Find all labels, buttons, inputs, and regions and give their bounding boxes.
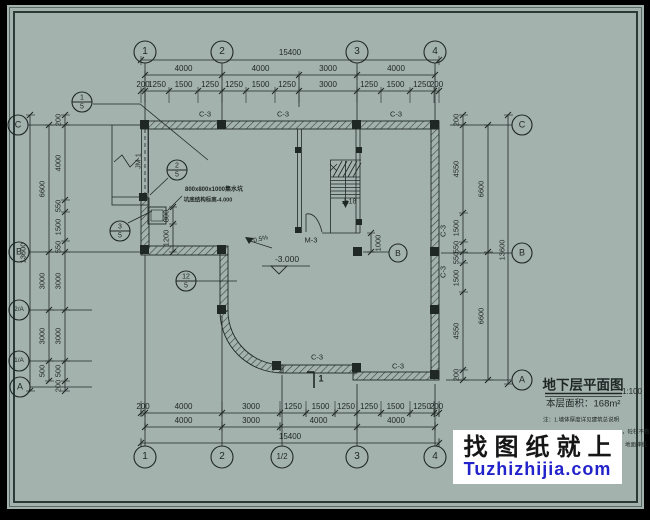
watermark-site-link[interactable]: Tuzhizhijia.com <box>463 458 612 479</box>
watermark-text: 找图纸就上 <box>463 433 619 461</box>
watermark[interactable]: 找图纸就上 Tuzhizhijia.com <box>453 430 622 484</box>
